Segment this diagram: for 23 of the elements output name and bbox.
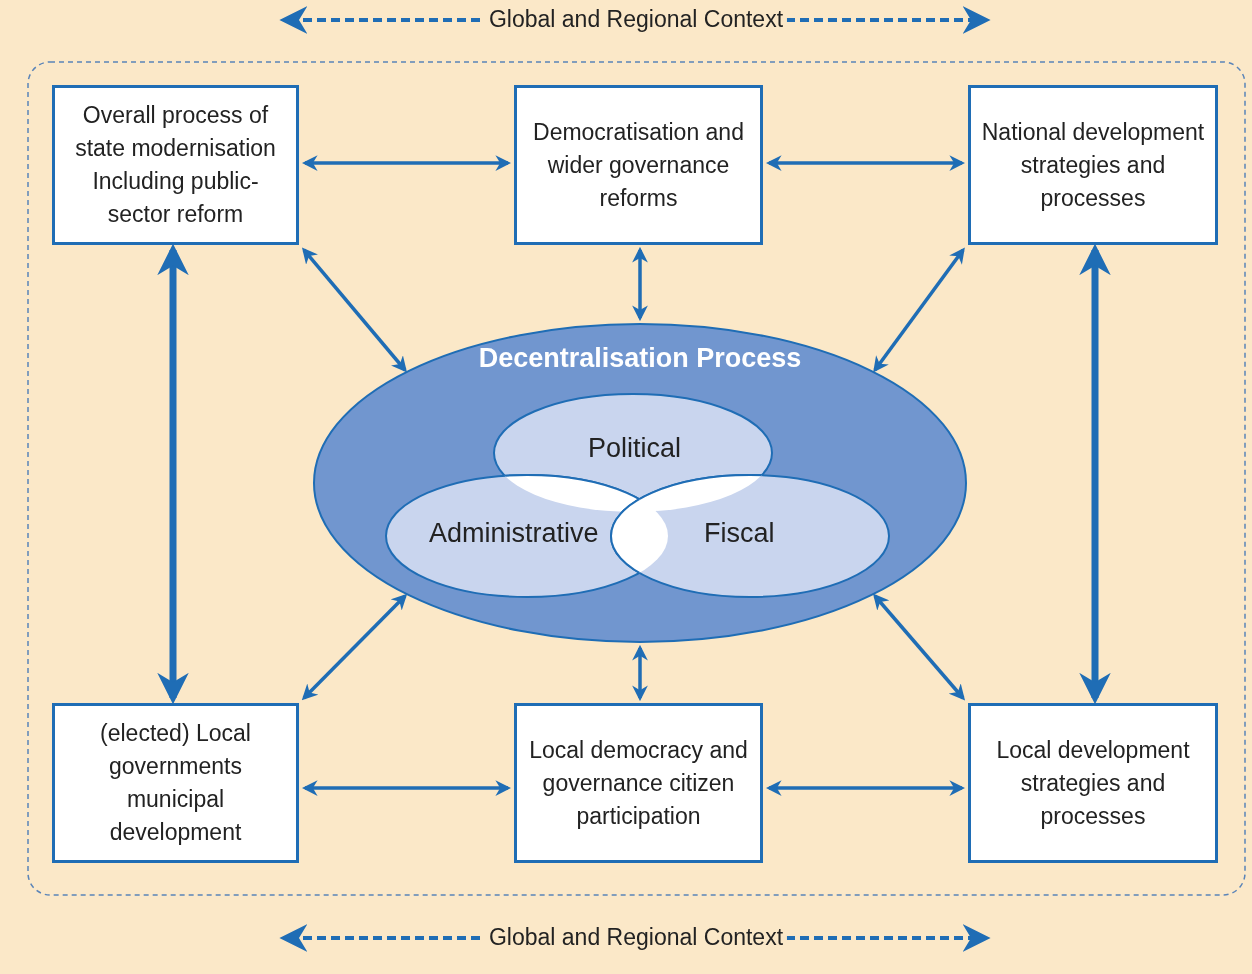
process-ellipse	[313, 323, 967, 643]
double-arrow	[301, 780, 512, 796]
double-arrow	[765, 780, 966, 796]
venn-label: Fiscal	[704, 518, 775, 549]
double-arrow	[872, 593, 966, 701]
double-arrow	[632, 644, 648, 702]
ellipse-title: Decentralisation Process	[477, 343, 803, 374]
text-box: Local development strategies and processes	[968, 703, 1218, 863]
text-box: Overall process of state modernisation Including public-sector reform	[52, 85, 299, 245]
double-arrow	[873, 247, 965, 373]
double-arrow	[301, 247, 408, 373]
double-arrow	[1079, 243, 1111, 705]
venn-label: Political	[588, 433, 682, 464]
double-arrow	[765, 155, 966, 171]
venn-label: Administrative	[429, 518, 599, 549]
text-box: Local democracy and governance citizen participation	[514, 703, 763, 863]
double-arrow	[157, 243, 189, 705]
text-box: (elected) Local governments municipal development	[52, 703, 299, 863]
text-box: Democratisation and wider governance reforms	[514, 85, 763, 245]
double-arrow	[301, 593, 408, 701]
text-box: National development strategies and processes	[968, 85, 1218, 245]
double-arrow	[632, 246, 648, 322]
double-arrow	[301, 155, 512, 171]
